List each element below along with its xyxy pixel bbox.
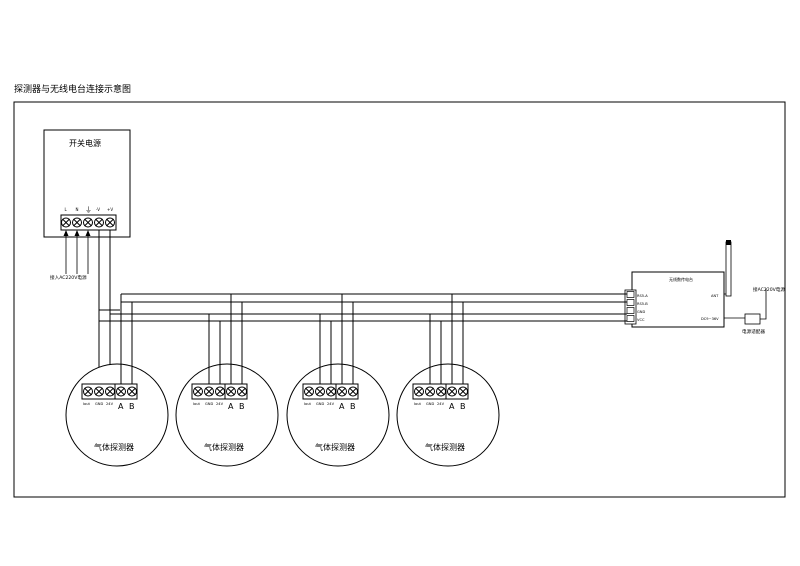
power-terminal-label-neg: -V	[96, 207, 100, 212]
detector-4: Iout GND 24V A B 气体探测器	[396, 294, 500, 467]
power-terminal-label-l: L	[65, 207, 68, 212]
detector-terminal-label: GND	[426, 402, 434, 406]
detector-terminal-label: 24V	[216, 402, 224, 406]
detector-terminal	[83, 386, 93, 397]
detector-bus-label: A	[339, 402, 345, 411]
radio-port-label: RS5-A	[637, 294, 648, 298]
detector-terminal	[348, 386, 358, 397]
detector-bus-label: B	[460, 402, 466, 411]
detector-terminal	[94, 386, 104, 397]
radio-port-label: VCC	[637, 318, 645, 322]
arrow-up-icon	[63, 230, 69, 236]
detector-terminal-label: 24V	[327, 402, 335, 406]
detector-terminal	[193, 386, 203, 397]
power-wires	[98, 230, 120, 384]
detector-terminal-label: Iout	[304, 402, 312, 406]
detector-terminal	[304, 386, 314, 397]
power-terminal	[105, 217, 115, 228]
detector-terminal	[226, 386, 236, 397]
radio-adapter-label: 电源适配器	[742, 328, 765, 335]
detector-terminal	[425, 386, 435, 397]
detector-terminal-label: GND	[316, 402, 324, 406]
ac-input-label: 接入AC220V电源	[50, 274, 87, 281]
power-terminal-block	[60, 214, 117, 231]
power-supply: 开关电源 L N ⏚ -V +V	[43, 129, 131, 238]
power-supply-label: 开关电源	[69, 138, 101, 148]
arrow-up-icon	[74, 230, 80, 236]
detector-label: 气体探测器	[425, 442, 465, 452]
radio-dc-label: DC9~36V	[701, 317, 719, 321]
radio-ac-label: 接AC220V电源	[753, 286, 785, 293]
detector-label: 气体探测器	[204, 442, 244, 452]
detector-terminal	[458, 386, 468, 397]
antenna-icon	[724, 240, 732, 297]
ac-input-arrows	[63, 230, 91, 274]
detector-bus-label: B	[350, 402, 356, 411]
detector-label: 气体探测器	[315, 442, 355, 452]
detector-terminal-label: GND	[205, 402, 213, 406]
detector-bus-label: B	[239, 402, 245, 411]
detector-terminal-label: Iout	[193, 402, 201, 406]
radio-ant-label: ANT	[711, 294, 719, 298]
rs485-bus	[99, 293, 627, 322]
radio-name-label: 无线数传电台	[669, 276, 693, 282]
wireless-radio: 无线数传电台 RS5-A RS5-B GND VCC ANT DC9~36V 接…	[624, 240, 785, 335]
power-terminal-label-pos: +V	[107, 207, 113, 212]
detector-3: Iout GND 24V A B 气体探测器	[286, 294, 390, 467]
detector-terminal	[116, 386, 126, 397]
power-terminal	[83, 217, 93, 228]
detector-label: 气体探测器	[94, 442, 134, 452]
power-adapter	[744, 313, 761, 325]
detector-terminal	[326, 386, 336, 397]
radio-port-label: GND	[637, 310, 645, 314]
ground-symbol-icon: ⏚	[85, 206, 92, 214]
detector-terminal	[204, 386, 214, 397]
detector-terminal-label: 24V	[106, 402, 114, 406]
detector-bus-label: A	[449, 402, 455, 411]
detector-terminal-label: Iout	[414, 402, 422, 406]
detector-terminal	[215, 386, 225, 397]
diagram-title: 探测器与无线电台连接示意图	[14, 83, 131, 95]
detector-terminal-label: 24V	[437, 402, 445, 406]
radio-port-label: RS5-B	[637, 302, 648, 306]
detector-terminal	[315, 386, 325, 397]
detector-2: Iout GND 24V A B 气体探测器	[175, 294, 279, 467]
detector-terminal	[436, 386, 446, 397]
detector-1: Iout GND 24V A B 气体探测器	[65, 294, 169, 467]
detector-terminal	[105, 386, 115, 397]
detector-bus-label: A	[228, 402, 234, 411]
detector-terminal-label: Iout	[83, 402, 91, 406]
detector-terminal	[447, 386, 457, 397]
power-terminal	[72, 217, 82, 228]
detector-terminal-label: GND	[95, 402, 103, 406]
power-terminal	[94, 217, 104, 228]
detector-terminal	[127, 386, 137, 397]
detector-terminal	[337, 386, 347, 397]
detector-bus-label: B	[129, 402, 135, 411]
detector-terminal	[237, 386, 247, 397]
detector-bus-label: A	[118, 402, 124, 411]
detector-terminal	[414, 386, 424, 397]
power-terminal	[61, 217, 71, 228]
arrow-up-icon	[85, 230, 91, 236]
power-terminal-label-n: N	[76, 207, 79, 212]
diagram-frame	[13, 101, 786, 498]
